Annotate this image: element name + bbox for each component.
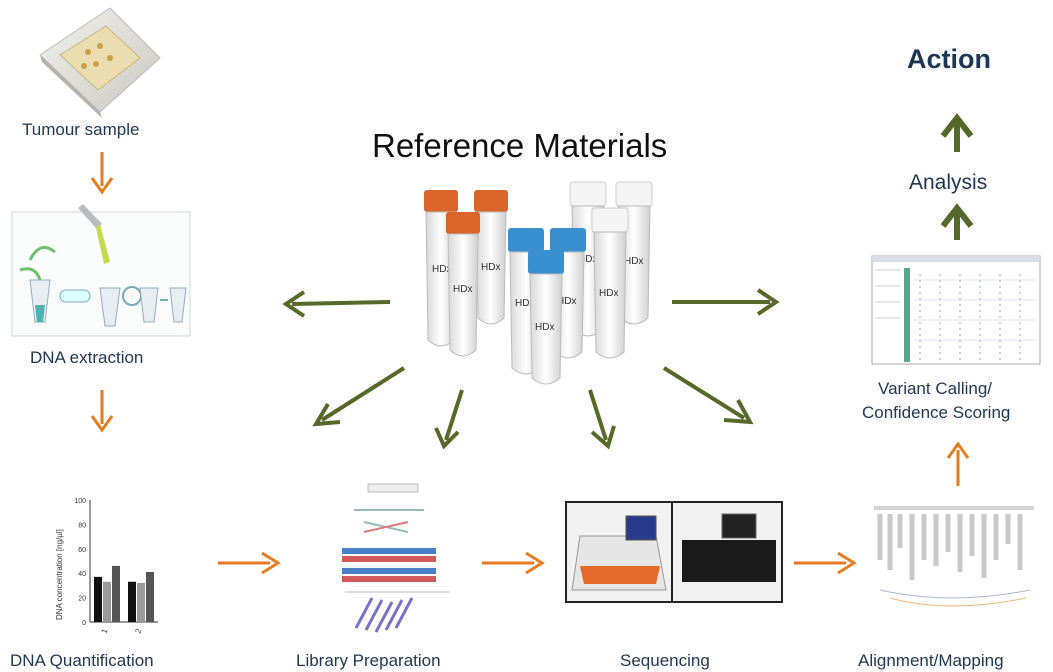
tumour-sample-label: Tumour sample [22, 120, 140, 139]
quant-ytick-label: 40 [78, 571, 86, 578]
dna-quantification-label: DNA Quantification [10, 651, 154, 670]
arrow-up-green-2 [940, 113, 974, 152]
tube-white-3: HDx [591, 207, 629, 359]
quant-ytick-label: 0 [82, 620, 86, 627]
green-arrow-down-2 [434, 389, 464, 450]
tube-logo: HDx [578, 254, 597, 265]
arrow-down-1 [90, 152, 114, 195]
reference-tubes-image: HDx HDx HDx HDx HDx HDx [424, 181, 653, 385]
tumour-cassette-image [39, 7, 161, 118]
quant-bar [146, 571, 154, 622]
library-preparation-image [342, 483, 450, 633]
arrow-right-2 [482, 551, 545, 575]
tube-logo: HDx [515, 298, 534, 309]
title: Reference Materials [372, 127, 668, 164]
quant-xtick-label: 2 [133, 627, 143, 635]
green-arrow-right [672, 288, 780, 316]
tube-orange-2: HDx [474, 190, 508, 325]
quant-y-axis-label: DNA concentration [ng/µl] [55, 529, 64, 620]
tube-logo: HDx [624, 256, 643, 267]
arrow-up-green-1 [940, 203, 974, 240]
variant-calling-label-1: Variant Calling/ [878, 379, 993, 398]
dna-extraction-image [11, 204, 191, 337]
arrow-right-1 [218, 551, 281, 575]
sequencing-image [565, 501, 783, 603]
quant-bar [137, 582, 145, 622]
arrow-right-3 [794, 551, 857, 575]
arrow-down-2 [90, 390, 114, 433]
tube-orange-3: HDx [446, 212, 480, 357]
analysis-label: Analysis [909, 171, 988, 194]
library-preparation-label: Library Preparation [296, 651, 441, 670]
tube-logo: HDx [557, 296, 576, 307]
quant-bar [103, 581, 111, 622]
tube-logo: HDx [535, 322, 554, 333]
sequencing-label: Sequencing [620, 651, 710, 670]
quant-ytick-label: 100 [74, 498, 86, 505]
dna-quantification-chart: 100 80 60 40 20 0 1 2 DNA concentration [ng/µl… [55, 498, 158, 635]
tube-blue-3: HDx [528, 250, 564, 385]
quant-ytick-label: 80 [78, 522, 86, 529]
alignment-mapping-image [874, 506, 1034, 607]
alignment-mapping-label: Alignment/Mapping [858, 651, 1004, 670]
green-arrow-left [282, 290, 391, 318]
tube-logo: HDx [481, 262, 500, 273]
green-arrow-down-1 [312, 366, 406, 427]
tube-logo: HDx [453, 284, 472, 295]
green-arrow-down-3 [588, 389, 616, 450]
tube-logo: HDx [599, 288, 618, 299]
quant-ytick-label: 20 [78, 596, 86, 603]
quant-bar [112, 565, 120, 622]
quant-ytick-label: 60 [78, 547, 86, 554]
action-label: Action [907, 44, 991, 74]
variant-calling-label-2: Confidence Scoring [862, 403, 1011, 422]
tube-logo: HDx [432, 264, 451, 275]
variant-calling-image [871, 255, 1041, 365]
quant-xtick-label: 1 [99, 627, 109, 635]
arrow-up-orange [946, 441, 970, 486]
quant-bar [128, 581, 136, 622]
quant-bar [94, 576, 102, 622]
green-arrow-down-4 [662, 366, 754, 425]
dna-extraction-label: DNA extraction [30, 348, 144, 367]
